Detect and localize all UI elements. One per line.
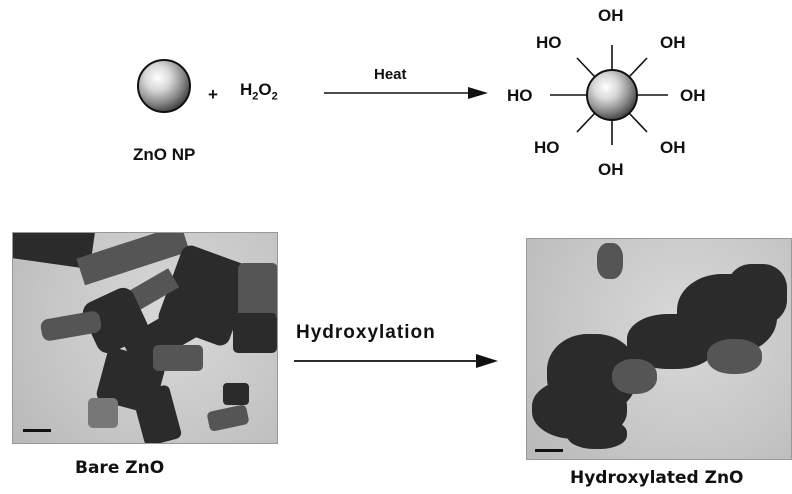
oh-group-bottom-right: OH — [660, 138, 686, 157]
hydroxylated-zno-caption: Hydroxylated ZnO — [570, 468, 744, 488]
oh-group-bottom-left: HO — [534, 138, 560, 157]
np-label: ZnO NP — [133, 145, 196, 164]
heat-arrow — [324, 87, 488, 99]
oh-group-right: OH — [680, 86, 706, 105]
reagent-formula: H2O2 — [240, 80, 278, 103]
heat-label: Heat — [374, 66, 407, 83]
hydroxylated-sphere — [550, 45, 668, 145]
hydroxylation-arrow — [294, 354, 498, 368]
hydroxylation-label: Hydroxylation — [296, 322, 436, 343]
bare-zno-micrograph — [12, 232, 278, 444]
oh-group-left: HO — [507, 86, 533, 105]
oh-group-top-right: OH — [660, 33, 686, 52]
bare-zno-caption: Bare ZnO — [75, 458, 165, 478]
oh-group-top-left: HO — [536, 33, 562, 52]
scale-bar-2 — [535, 449, 563, 452]
oh-group-bottom: OH — [598, 160, 624, 179]
hydroxylated-zno-micrograph — [526, 238, 792, 460]
zno-nanoparticle-sphere — [137, 59, 191, 113]
scale-bar — [23, 429, 51, 432]
plus-sign: + — [208, 85, 218, 104]
oh-group-top: OH — [598, 6, 624, 25]
